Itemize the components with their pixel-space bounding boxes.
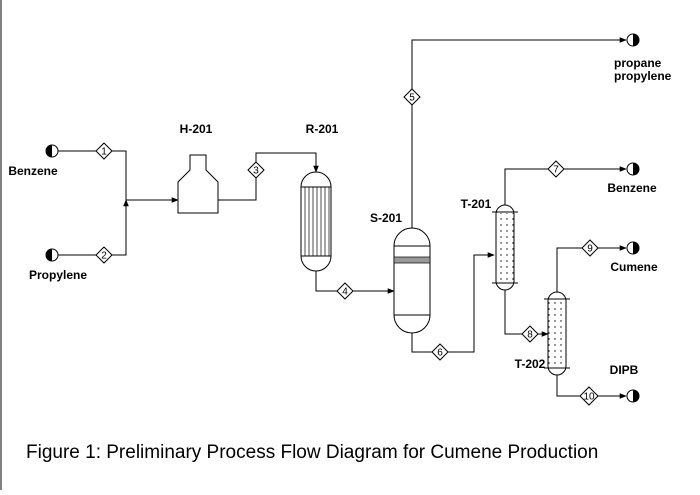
- terminal-purge-out-icon: [626, 33, 640, 47]
- svg-text:4: 4: [342, 287, 348, 298]
- svg-text:5: 5: [409, 93, 415, 104]
- column-t201-shape: [492, 204, 518, 291]
- svg-text:7: 7: [553, 165, 559, 176]
- stream-tag-7: 7: [547, 160, 565, 178]
- label-purge-line1: propane: [614, 56, 662, 70]
- stream-tag-1: 1: [95, 142, 113, 160]
- stream-tag-10: 10: [579, 386, 599, 406]
- terminal-cumene-out-icon: [626, 241, 640, 255]
- stream-tag-3: 3: [247, 161, 265, 179]
- label-benzene-out: Benzene: [607, 181, 657, 195]
- svg-text:10: 10: [583, 392, 595, 403]
- svg-text:2: 2: [101, 251, 107, 262]
- svg-text:9: 9: [587, 244, 593, 255]
- label-dipb-out: DIPB: [610, 363, 639, 377]
- reactor-r201-shape: [300, 171, 332, 272]
- terminal-propylene-in-icon: [45, 248, 59, 262]
- terminal-benzene-out-icon: [626, 162, 640, 176]
- label-benzene-in: Benzene: [8, 164, 58, 178]
- figure-caption: Figure 1: Preliminary Process Flow Diagr…: [26, 442, 598, 463]
- label-h201: H-201: [180, 122, 213, 136]
- svg-text:8: 8: [527, 330, 533, 341]
- terminal-dipb-out-icon: [626, 389, 640, 403]
- stream-tag-5: 5: [403, 88, 421, 106]
- label-s201: S-201: [370, 211, 402, 225]
- svg-text:6: 6: [437, 348, 443, 359]
- separator-s201-shape: [393, 227, 431, 334]
- stream-tag-9: 9: [581, 239, 599, 257]
- label-t202: T-202: [515, 357, 546, 371]
- label-cumene-out: Cumene: [610, 260, 658, 274]
- label-propylene-in: Propylene: [29, 268, 87, 282]
- label-purge-line2: propylene: [614, 69, 672, 83]
- label-r201: R-201: [306, 122, 339, 136]
- pipelines: [57, 37, 627, 399]
- heater-h201-shape: [177, 154, 219, 214]
- stream-tag-4: 4: [336, 282, 354, 300]
- terminal-benzene-in-icon: [45, 144, 59, 158]
- svg-text:1: 1: [101, 147, 107, 158]
- stream-tag-2: 2: [95, 246, 113, 264]
- svg-text:3: 3: [253, 166, 259, 177]
- label-t201: T-201: [461, 197, 492, 211]
- stream-tag-6: 6: [431, 343, 449, 361]
- stream-tag-8: 8: [521, 325, 539, 343]
- column-t202-shape: [544, 291, 570, 376]
